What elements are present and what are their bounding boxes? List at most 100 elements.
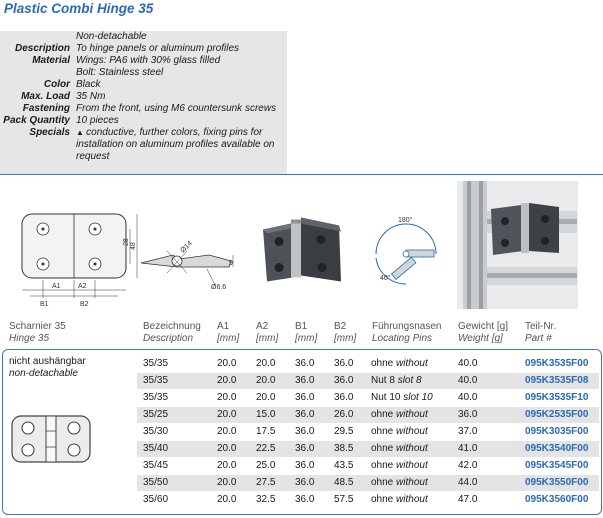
header-weight: Gewicht [g]Weight [g] (458, 321, 508, 345)
section-divider (0, 174, 603, 175)
cell-pins-de: Nut 10 (371, 392, 401, 403)
dim-9: 9 (229, 260, 233, 267)
header-b1: B1[mm] (295, 321, 317, 345)
cell-desc: 35/35 (143, 392, 169, 403)
cell-pins-de: ohne (371, 409, 394, 420)
group-label: nicht aushängbar non-detachable (9, 356, 86, 380)
cell-a2: 17.5 (256, 426, 276, 437)
header-b1-de: B1 (295, 321, 308, 332)
header-a1: A1[mm] (217, 321, 239, 345)
spec-value: From the front, using M6 countersunk scr… (76, 103, 277, 114)
cell-weight: 36.0 (458, 409, 478, 420)
cell-locating-pins: ohne without (371, 407, 428, 423)
cell-part: 095K3535F08 (525, 375, 589, 386)
cell-a1: 20.0 (217, 409, 237, 420)
spec-value: Wings: PA6 with 30% glass filled (76, 55, 221, 66)
cell-b2: 36.0 (334, 358, 354, 369)
header-description-en: Description (143, 333, 194, 344)
cell-desc: 35/45 (143, 460, 169, 471)
spec-value-text: conductive, further colors, fixing pins … (76, 127, 275, 162)
cell-locating-pins: ohne without (371, 424, 428, 440)
cell-desc: 35/25 (143, 409, 169, 420)
cell-weight: 37.0 (458, 426, 478, 437)
dim-a1: A1 (52, 283, 61, 290)
cell-a1: 20.0 (217, 477, 237, 488)
cell-desc: 35/35 (143, 358, 169, 369)
header-b2-en: [mm] (334, 333, 357, 344)
cell-weight: 47.0 (458, 494, 478, 505)
angle-40-label: 40° (380, 274, 391, 282)
spec-value: Bolt: Stainless steel (76, 67, 164, 78)
spec-value: Non-detachable (76, 31, 147, 42)
header-part-no-en: Part # (525, 333, 552, 344)
spec-value: ▲ conductive, further colors, fixing pin… (76, 127, 286, 163)
header-a2: A2[mm] (256, 321, 278, 345)
header-description-de: Bezeichnung (143, 321, 201, 332)
cell-locating-pins: Nut 10 slot 10 (371, 390, 433, 406)
cell-part: 095K3035F00 (525, 426, 589, 437)
cell-a1: 20.0 (217, 443, 237, 454)
spec-value: To hinge panels or aluminum profiles (76, 43, 240, 54)
cell-weight: 41.0 (458, 443, 478, 454)
warning-icon: ▲ (76, 128, 87, 137)
cell-part: 095K3540F00 (525, 443, 589, 454)
page-title: Plastic Combi Hinge 35 (4, 1, 154, 16)
cell-a1: 20.0 (217, 494, 237, 505)
cell-desc: 35/35 (143, 375, 169, 386)
cell-pins-de: ohne (371, 358, 394, 369)
side-view-drawing: Ø14 9 Ø6.6 (140, 240, 234, 291)
cell-pins-en: without (396, 443, 428, 454)
cell-pins-en: without (396, 460, 428, 471)
cell-pins-de: ohne (371, 443, 394, 454)
header-b1-en: [mm] (295, 333, 318, 344)
cell-pins-en: slot 8 (397, 375, 422, 386)
cell-a2: 27.5 (256, 477, 276, 488)
cell-part: 095K3535F10 (525, 392, 589, 403)
header-weight-de: Gewicht [g] (458, 321, 509, 332)
cell-weight: 40.0 (458, 392, 478, 403)
cell-part: 095K3535F00 (525, 358, 589, 369)
cell-b2: 29.5 (334, 426, 354, 437)
dim-b2: B2 (80, 301, 89, 308)
cell-locating-pins: ohne without (371, 441, 428, 457)
header-a2-de: A2 (256, 321, 269, 332)
cell-locating-pins: ohne without (371, 356, 428, 372)
cell-pins-de: ohne (371, 426, 394, 437)
spec-label: Specials (29, 127, 70, 138)
cell-b2: 57.5 (334, 494, 354, 505)
cell-desc: 35/30 (143, 426, 169, 437)
specs-panel (0, 31, 287, 174)
cell-locating-pins: ohne without (371, 475, 428, 491)
cell-b1: 36.0 (295, 477, 315, 488)
dim-a2: A2 (78, 283, 87, 290)
cell-b1: 36.0 (295, 358, 315, 369)
cell-weight: 44.0 (458, 477, 478, 488)
cell-a1: 20.0 (217, 375, 237, 386)
cell-b1: 36.0 (295, 494, 315, 505)
cell-pins-de: ohne (371, 477, 394, 488)
cell-locating-pins: ohne without (371, 458, 428, 474)
cell-weight: 40.0 (458, 375, 478, 386)
hinge-icon (11, 415, 91, 463)
spec-label: Fastening (22, 103, 70, 114)
cell-desc: 35/60 (143, 494, 169, 505)
cell-pins-de: ohne (371, 494, 394, 505)
cell-b2: 48.5 (334, 477, 354, 488)
cell-a2: 15.0 (256, 409, 276, 420)
cell-part: 095K3545F00 (525, 460, 589, 471)
cell-b1: 36.0 (295, 443, 315, 454)
group-label-de: nicht aushängbar (9, 356, 86, 367)
cell-desc: 35/50 (143, 477, 169, 488)
cell-a1: 20.0 (217, 426, 237, 437)
cell-b2: 43.5 (334, 460, 354, 471)
header-locating-pins-de: Führungsnasen (372, 321, 442, 332)
spec-label: Color (43, 79, 70, 90)
